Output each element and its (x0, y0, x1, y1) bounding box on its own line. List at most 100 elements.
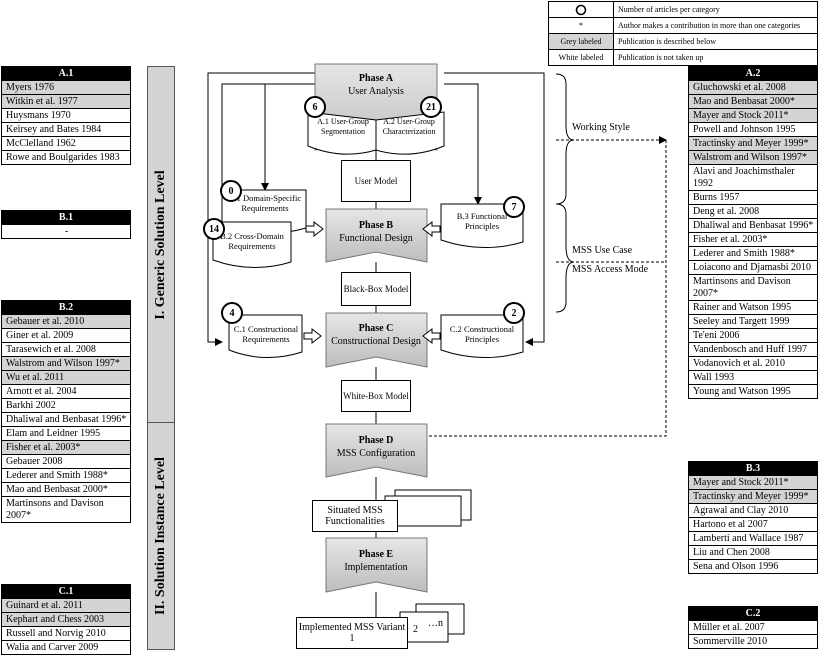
table-row: Seeley and Targett 1999 (689, 314, 817, 328)
table-row: Elam and Leidner 1995 (2, 426, 130, 440)
legend-row-grey: Grey labeled Publication is described be… (549, 33, 817, 49)
table-row: Giner et al. 2009 (2, 328, 130, 342)
table-row: - (2, 224, 130, 238)
table-header: C.1 (2, 585, 130, 598)
table-row: Mao and Benbasat 2000* (2, 482, 130, 496)
white-box-model-box: White-Box Model (341, 380, 411, 412)
arrow-b-left (305, 220, 324, 238)
b2-doc-shape (212, 221, 292, 269)
arrow-to-b3 (444, 83, 482, 205)
table-row: Lederer and Smith 1988* (2, 468, 130, 482)
phase-a-label: Phase A User Analysis (330, 72, 422, 98)
c1-count-badge: 4 (221, 302, 243, 324)
table-row: Huysmans 1970 (2, 108, 130, 122)
table-row: Myers 1976 (2, 80, 130, 94)
table-row: Deng et al. 2008 (689, 204, 817, 218)
table-row: Walstrom and Wilson 1997* (689, 150, 817, 164)
implemented-stack-back1 (399, 611, 449, 643)
table-header: C.2 (689, 607, 817, 620)
table-row: Walstrom and Wilson 1997* (2, 356, 130, 370)
a1-label: A.1 User-Group Segmentation (317, 117, 369, 136)
generic-solution-level-bar: I. Generic Solution Level (147, 66, 175, 424)
arrow-c-right (422, 327, 441, 345)
table-header: B.1 (2, 211, 130, 224)
phase-e-subtitle: Implementation (344, 562, 408, 573)
a2-label: A.2 User-Group Characterization (382, 117, 436, 136)
legend-row-circle: Number of articles per category (549, 2, 817, 17)
legend: Number of articles per category * Author… (548, 1, 818, 66)
table-row: Burns 1957 (689, 190, 817, 204)
phase-e-label: Phase E Implementation (320, 548, 432, 574)
phase-c-shape (325, 312, 428, 368)
table-row: Dhaliwal and Benbasat 1996* (689, 218, 817, 232)
access-mode-label: MSS Access Mode (572, 264, 649, 275)
table-row: Powell and Johnson 1995 (689, 122, 817, 136)
table-row: Mayer and Stock 2011* (689, 108, 817, 122)
frame-line-left (207, 72, 315, 346)
table-row: Martinsons and Davison 2007* (2, 496, 130, 522)
implemented-mss-box: Implemented MSS Variant 1 (296, 617, 408, 649)
legend-text: Publication is described below (618, 37, 716, 46)
user-model-box: User Model (341, 160, 411, 202)
phase-d-label: Phase D MSS Configuration (320, 434, 432, 460)
table-row: Lamberti and Wallace 1987 (689, 531, 817, 545)
table-row: McClelland 1962 (2, 136, 130, 150)
phase-b-shape (325, 208, 428, 263)
table-row: Martinsons and Davison 2007* (689, 274, 817, 300)
table-row: Hartono et al 2007 (689, 517, 817, 531)
b3-label: B.3 Functional Principles (456, 211, 508, 231)
table-row: Dhaliwal and Benbasat 1996* (2, 412, 130, 426)
table-row: Young and Watson 1995 (689, 384, 817, 398)
c1-label: C.1 Constructional Requirements (233, 324, 299, 344)
phase-c-title: Phase C (358, 323, 394, 334)
solution-instance-level-bar: II. Solution Instance Level (147, 422, 175, 650)
b1-count-badge: 0 (220, 180, 242, 202)
brace-use-case (555, 203, 575, 313)
table-row: Gebauer 2008 (2, 454, 130, 468)
table-row: Guinard et al. 2011 (2, 598, 130, 612)
b1-label: B.1 Domain-Specific Requirements (228, 193, 302, 213)
table-row: Gluchowski et al. 2008 (689, 80, 817, 94)
table-header: A.1 (2, 67, 130, 80)
table-row: Vodanovich et al. 2010 (689, 356, 817, 370)
asterisk-symbol: * (549, 18, 614, 33)
situated-mss-box: Situated MSS Functionalities (312, 500, 398, 532)
use-case-label: MSS Use Case (572, 245, 633, 256)
table-row: Fisher et al. 2003* (2, 440, 130, 454)
phase-b-label: Phase B Functional Design (330, 219, 422, 245)
phase-b-title: Phase B (358, 220, 394, 231)
table-row: Tarasewich et al. 2008 (2, 342, 130, 356)
phase-d-title: Phase D (358, 435, 394, 446)
table-row: Keirsey and Bates 1984 (2, 122, 130, 136)
table-row: Mayer and Stock 2011* (689, 475, 817, 489)
table-row: Gebauer et al. 2010 (2, 314, 130, 328)
working-style-label: Working Style (572, 122, 630, 133)
c2-doc-shape (440, 314, 524, 358)
table-row: Rowe and Boulgarides 1983 (2, 150, 130, 164)
phase-d-subtitle: MSS Configuration (336, 448, 416, 459)
legend-text: Author makes a contribution in more than… (618, 21, 801, 30)
table-row: Wall 1993 (689, 370, 817, 384)
table-row: Agrawal and Clay 2010 (689, 503, 817, 517)
table-row: Loiacono and Djamasbi 2010 (689, 260, 817, 274)
dashed-to-phase-d (419, 140, 667, 440)
table-row: Rainer and Watson 1995 (689, 300, 817, 314)
table-row: Müller et al. 2007 (689, 620, 817, 634)
c2-count-badge: 2 (503, 302, 525, 324)
table-row: Russell and Norvig 2010 (2, 626, 130, 640)
legend-white-label: White labeled (549, 50, 614, 65)
a2-doc-shape (375, 111, 445, 155)
table-header: A.2 (689, 67, 817, 80)
brace-working-style (555, 73, 575, 205)
phase-a-subtitle: User Analysis (348, 86, 404, 97)
table-row: Tractinsky and Meyer 1999* (689, 136, 817, 150)
table-row: Sommerville 2010 (689, 634, 817, 648)
legend-grey-label: Grey labeled (549, 34, 614, 49)
table-row: Arnott et al. 2004 (2, 384, 130, 398)
table-row: Tractinsky and Meyer 1999* (689, 489, 817, 503)
